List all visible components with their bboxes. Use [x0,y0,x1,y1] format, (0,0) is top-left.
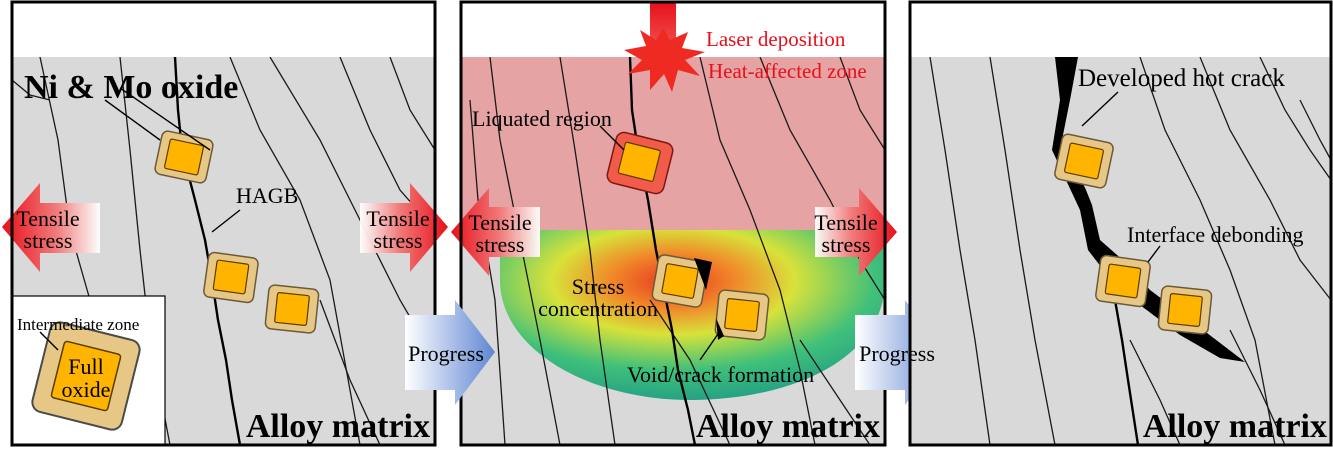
oxide-label: Ni & Mo oxide [24,69,238,106]
hot-crack-label: Developed hot crack [1078,65,1285,92]
tensile-arrow-right [360,183,448,272]
void-crack-label: Void/crack formation [627,362,814,387]
tensile-left-line1-p2: Tensile [468,210,531,235]
tensile-left-line2-p2: stress [476,232,525,257]
tensile-arrow-right [815,188,897,276]
progress-label-2: Progress [859,341,935,366]
full-oxide-line2: oxide [62,377,111,402]
oxide-particle [1095,254,1151,308]
oxide-particle [714,289,770,341]
oxide-particle [154,130,214,184]
panel-3-top-strip [910,2,1331,57]
oxide-particle [203,251,259,304]
tensile-left-line1: Tensile [16,206,79,231]
liquated-region-label: Liquated region [472,106,612,131]
laser-deposition-label: Laser deposition [706,27,846,51]
alloy-matrix-label-1: Alloy matrix [246,408,430,445]
panel-2-frame [459,0,887,447]
stress-field [500,230,885,400]
alloy-matrix-label-3: Alloy matrix [1143,408,1327,445]
panel-3 [908,0,1333,447]
panel-1 [2,0,448,447]
oxide-particle [264,284,320,334]
heat-affected-zone-label: Heat-affected zone [708,59,867,83]
tensile-left-line2: stress [24,228,73,253]
progress-label-1: Progress [408,341,484,366]
stress-concentration-line2: concentration [538,296,658,321]
full-oxide-line1: Full [68,354,103,379]
panel-3-hagb-line [1113,299,1140,445]
panel-1-top-strip [12,2,435,57]
panel-3-matrix [910,57,1331,445]
progress-arrow-1 [405,300,495,405]
tensile-arrow-left [2,183,100,272]
tensile-right-line2: stress [374,228,423,253]
tensile-right-line2-p2: stress [822,232,871,257]
tensile-right-line1: Tensile [366,206,429,231]
liquated-particle [606,131,674,195]
laser-beam [624,2,705,92]
intermediate-zone-label: Intermediate zone [17,315,139,334]
stress-concentration-line1: Stress [572,274,625,299]
panel-2 [451,0,897,447]
oxide-particle [651,254,712,308]
hot-crack [1052,57,1245,362]
hagb-label: HAGB [236,183,298,208]
tensile-arrow-left [451,188,540,276]
tensile-right-line1-p2: Tensile [814,210,877,235]
alloy-matrix-label-2: Alloy matrix [696,408,880,445]
oxide-particle [1157,285,1213,335]
inset-full-oxide [11,295,166,446]
oxide-particle [1054,133,1114,189]
interface-debonding-label: Interface debonding [1127,222,1304,247]
panel-3-frame [908,0,1333,447]
panel-1-frame [10,0,437,447]
panel-3-grain-boundaries [929,57,1331,445]
